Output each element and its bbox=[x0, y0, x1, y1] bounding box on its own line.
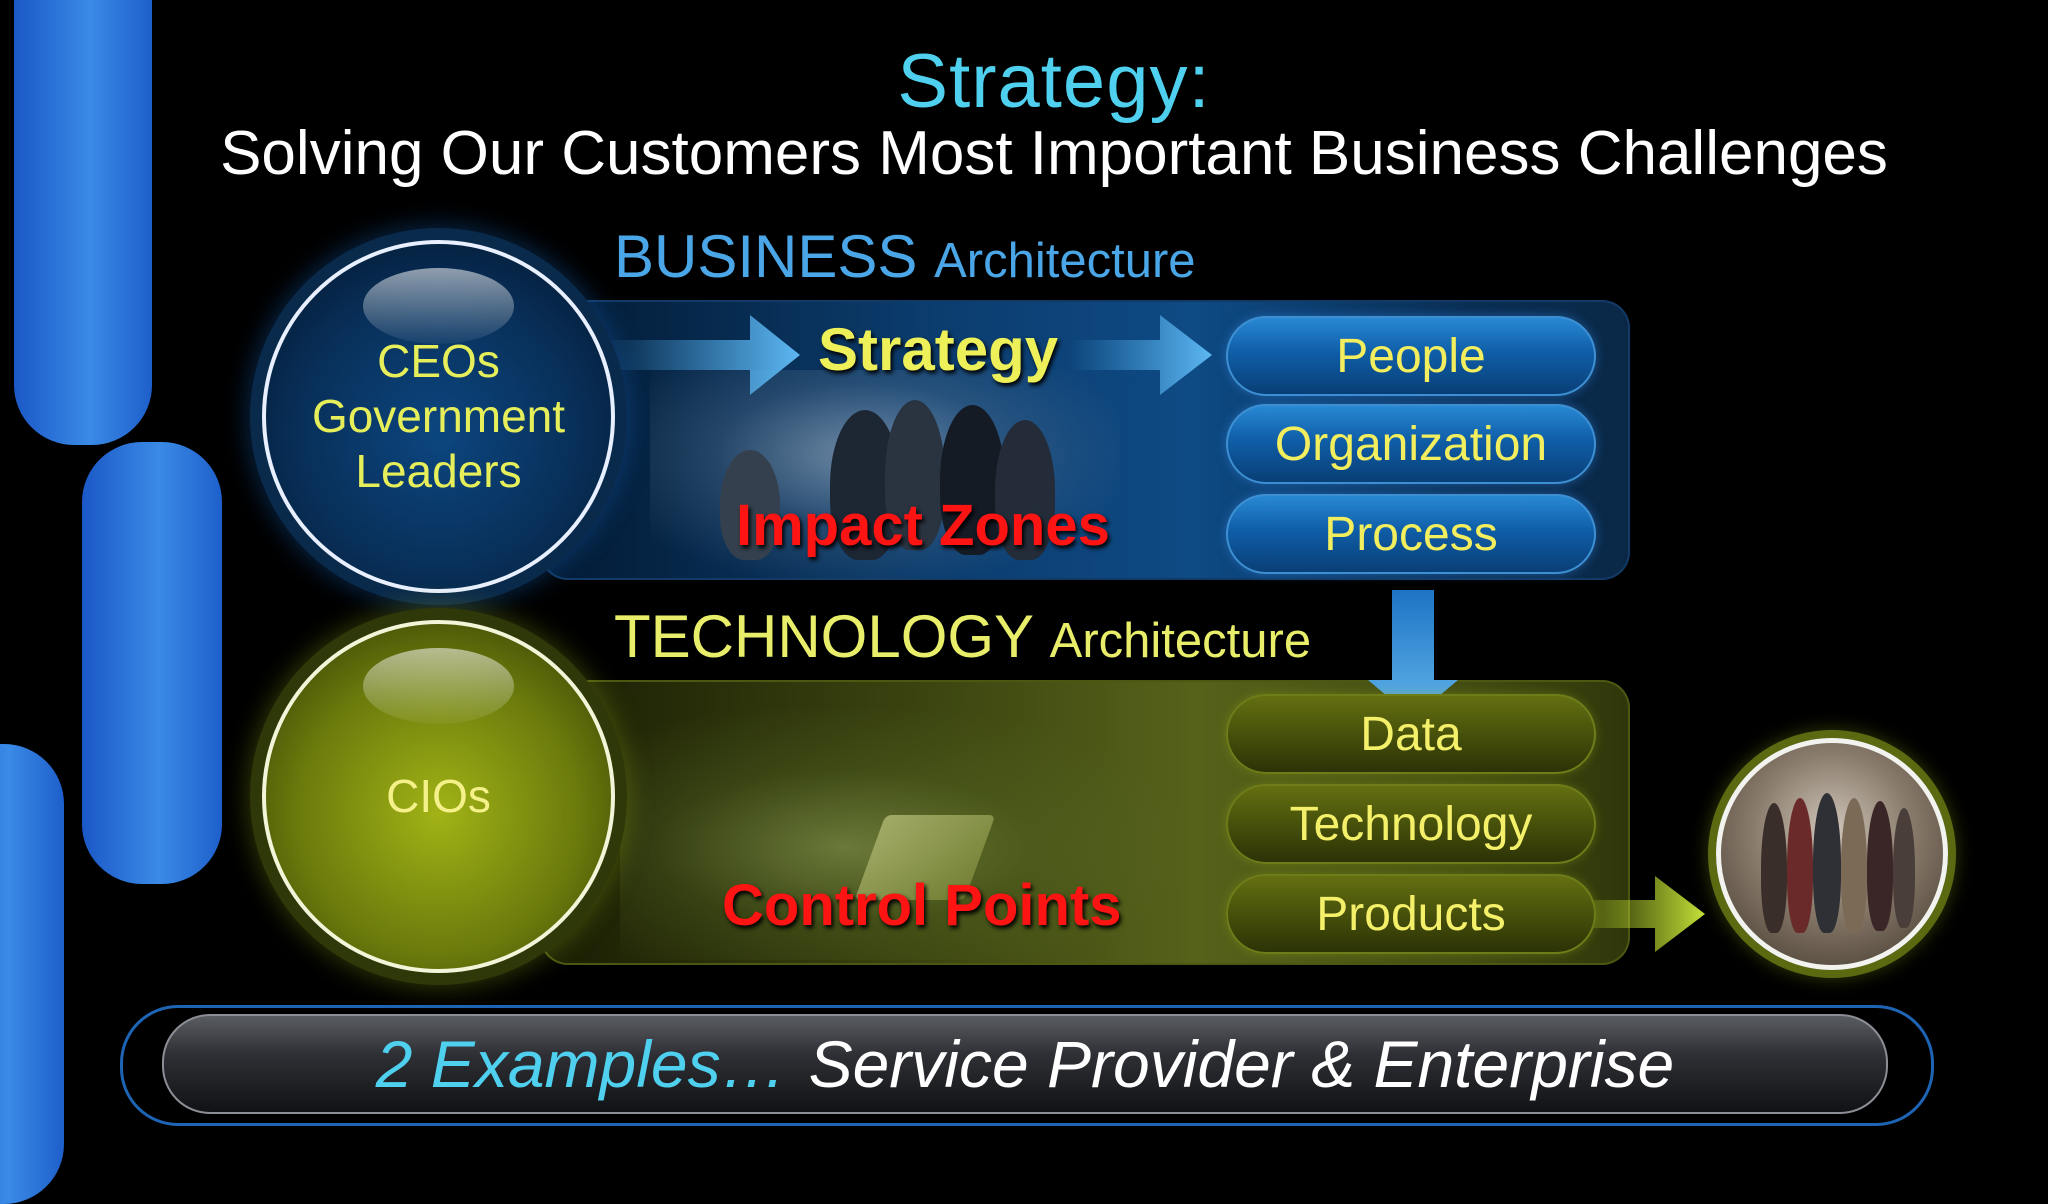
arrow-right-icon-3 bbox=[1560, 876, 1705, 952]
business-heading-main: BUSINESS bbox=[614, 223, 918, 290]
technology-heading-suffix: Architecture bbox=[1049, 614, 1312, 668]
decorative-bar-top bbox=[14, 0, 152, 445]
meeting-photo bbox=[650, 370, 1120, 580]
technology-heading-main: TECHNOLOGY bbox=[614, 603, 1033, 670]
technology-audience-label: CIOs bbox=[386, 770, 491, 822]
business-flow-arrows bbox=[600, 315, 1212, 395]
stack-connector-arrow bbox=[1368, 590, 1458, 718]
footer-lead: 2 Examples… bbox=[375, 1027, 787, 1101]
products-node: Products bbox=[1226, 874, 1596, 954]
business-architecture-heading: BUSINESS Architecture bbox=[614, 222, 1196, 291]
page-title: Strategy: bbox=[897, 39, 1211, 124]
products-arrow bbox=[1560, 876, 1705, 952]
impact-zones-label: Impact Zones bbox=[736, 493, 1110, 558]
business-heading-suffix: Architecture bbox=[934, 234, 1196, 288]
customers-group-photo bbox=[1716, 738, 1948, 970]
organization-node: Organization bbox=[1226, 404, 1596, 484]
people-node: People bbox=[1226, 316, 1596, 396]
arrow-down-icon bbox=[1368, 590, 1458, 718]
technology-architecture-heading: TECHNOLOGY Architecture bbox=[614, 602, 1311, 671]
arrow-right-icon-2 bbox=[1070, 315, 1212, 395]
circuit-board-photo bbox=[620, 710, 1180, 960]
control-points-label: Control Points bbox=[722, 873, 1122, 938]
footer-rest: Service Provider & Enterprise bbox=[808, 1027, 1675, 1101]
page-subtitle: Solving Our Customers Most Important Bus… bbox=[220, 119, 1888, 188]
business-audience-label: CEOs Government Leaders bbox=[311, 335, 566, 497]
decorative-bar-middle bbox=[82, 442, 222, 884]
process-node: Process bbox=[1226, 494, 1596, 574]
arrow-right-icon bbox=[600, 315, 800, 395]
decorative-bar-bottom bbox=[0, 744, 64, 1204]
technology-audience-circle: CIOs bbox=[262, 620, 615, 973]
footer-bar: 2 Examples… Service Provider & Enterpris… bbox=[162, 1014, 1888, 1114]
footer-bar-outline bbox=[120, 1005, 1934, 1126]
strategy-label: Strategy bbox=[818, 316, 1059, 383]
technology-node: Technology bbox=[1226, 784, 1596, 864]
data-node: Data bbox=[1226, 694, 1596, 774]
business-audience-circle: CEOs Government Leaders bbox=[262, 240, 615, 593]
